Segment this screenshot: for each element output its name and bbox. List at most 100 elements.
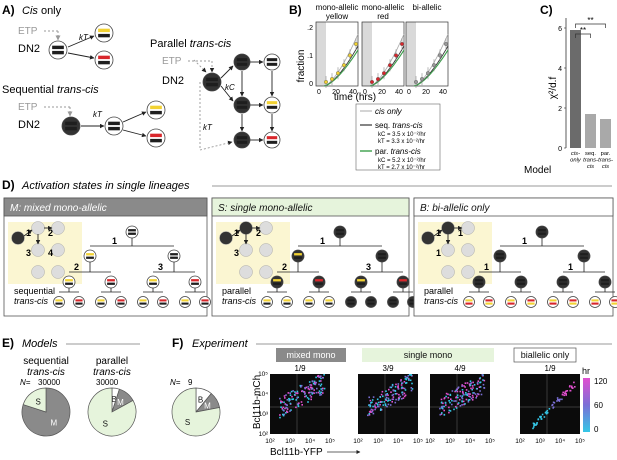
allele-bar [367,299,375,302]
scatter-point [468,395,470,397]
scatter-point [477,393,480,396]
lineage-box-header [413,197,614,217]
scatter-point [285,412,287,414]
scatter-point [476,382,479,384]
cell-body [463,296,475,308]
scatter-point [461,385,463,387]
scatter-point [386,393,388,395]
state-graph-inset [418,222,492,284]
cell-body [233,53,251,71]
scatter-point [287,392,290,394]
cell-mid-b [263,96,281,114]
scatter-point [537,418,540,420]
x-tick-label: 0 [407,89,411,96]
state-edge-label: 2 [48,228,53,238]
allele-bar [117,299,125,302]
allele-bar [170,256,178,259]
scatter-point [322,387,324,390]
scatter-point [372,409,374,411]
scatter-point [311,393,314,395]
scatter-point [292,390,294,392]
scatter-point [532,427,534,430]
cell-body [483,296,495,308]
x-tick-label: 10² [265,438,275,445]
f-ylabel: Bcl11b-mCh [252,375,263,429]
allele-bar [496,256,504,259]
scatter-point [318,383,320,386]
scatter-point [442,402,444,405]
category-badge [362,348,494,362]
tree-branch [59,288,79,293]
bar-label: cis- [571,151,580,157]
scatter-point [470,387,472,390]
cell-body [104,275,118,289]
scatter-point [445,392,448,395]
scatter-point [467,390,470,393]
scatter-point [408,374,411,376]
curve-cis [413,33,449,87]
scatter-point [296,403,299,405]
scatter-point [381,390,384,393]
scatter-point [552,407,554,409]
cell-body [94,50,114,70]
scatter-point [475,387,478,390]
allele-bar [65,282,73,285]
bracket-cis-par [575,23,606,28]
arrow-par-kt-head [199,140,233,151]
y-tick-label: 10² [259,431,269,438]
scatter-point [459,405,462,407]
panel-a-arrows [67,35,275,151]
category-label: single mono [404,350,453,360]
scatter-point [392,398,395,400]
scatter-point [309,394,312,397]
allele-bar [538,232,546,235]
model-name-italic: trans-cis [14,296,49,306]
cell-body [567,296,579,308]
scatter-point [383,401,386,403]
model-name: parallel [222,286,251,296]
scatter-point [390,386,393,389]
allele-bar [191,282,199,285]
tree-edge-label: 1 [112,236,117,246]
bar-label: cis [587,164,594,170]
scatter-point [394,401,397,404]
cell-body [354,275,368,289]
allele-bar [389,302,397,305]
tree-leaf [199,296,211,308]
data-point [438,53,443,58]
bar-label: trans- [598,158,613,164]
scatter-point [391,401,393,403]
scatter-point [471,394,474,397]
scatter-point [292,398,294,400]
tree-branch [267,288,287,293]
cell-body [345,296,357,308]
cell-body [547,296,559,308]
scatter-bg [520,374,580,434]
allele-bar [263,302,271,305]
tree-gen2 [62,275,76,289]
cell-body [303,296,315,308]
state-edge-label: 2 [256,228,261,238]
scatter-point [384,404,387,407]
allele-bar [569,299,577,302]
scatter-point [379,400,382,403]
scatter-point [472,396,474,399]
cell-body [199,296,211,308]
allele-bar [149,282,157,285]
x-tick-label: 10³ [373,438,383,445]
scatter-point [411,382,413,385]
scatter-point [569,385,571,387]
cell-body [115,296,127,308]
scatter-point [408,379,410,381]
state-node [259,265,273,279]
allele-bar [367,302,375,305]
scatter-point [398,396,400,399]
scatter-point [284,403,287,405]
allele-bar [107,279,115,282]
arrow-par-2 [220,85,234,102]
tree-leaf [505,296,517,308]
dn2-label-par: DN2 [162,75,184,87]
allele-bar [580,253,588,256]
